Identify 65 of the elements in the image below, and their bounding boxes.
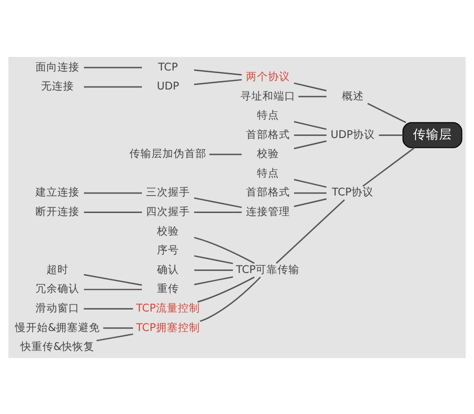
connector	[84, 308, 133, 309]
connector	[194, 236, 255, 264]
connector	[84, 192, 142, 194]
node-text: TCP流量控制	[136, 301, 200, 314]
connector	[367, 102, 406, 123]
node-text: 三次握手	[146, 185, 190, 198]
connector	[84, 288, 142, 290]
node-text: 滑动窗口	[36, 301, 80, 314]
node-text: 四次握手	[146, 204, 190, 218]
node-text: TCP	[158, 60, 178, 73]
node-text: 概述	[342, 88, 364, 102]
node-text: 校验	[256, 146, 279, 160]
node-text: 两个协议	[246, 69, 290, 82]
node-text: 慢开始&拥塞避免	[14, 320, 100, 334]
node-text: 首部格式	[246, 127, 290, 140]
node-text: 校验	[157, 224, 180, 237]
node-text: 重传	[157, 282, 180, 295]
connector	[194, 254, 234, 264]
connector	[194, 78, 242, 85]
connector	[294, 178, 327, 188]
connector	[298, 95, 326, 97]
connector	[194, 68, 242, 75]
connector	[276, 198, 345, 264]
connector	[362, 146, 415, 186]
connector	[194, 276, 234, 285]
node-text: 面向连接	[36, 60, 80, 73]
connector	[294, 140, 327, 149]
node-text: 首部格式	[246, 185, 290, 198]
node-text: 断开连接	[36, 204, 80, 218]
connector	[96, 332, 134, 341]
connector	[84, 86, 142, 88]
node-text: 特点	[256, 108, 279, 122]
node-text: 确认	[157, 262, 180, 276]
node-text: UDP	[156, 79, 180, 92]
node-text: 冗余确认	[36, 282, 80, 295]
connector	[194, 269, 233, 270]
node-text: TCP协议	[332, 185, 374, 198]
connector	[294, 192, 326, 194]
node-text: 建立连接	[36, 185, 80, 198]
connector	[294, 120, 327, 130]
connector	[294, 82, 327, 91]
node-box: 传输层	[402, 122, 462, 148]
node-text: 连接管理	[246, 204, 290, 218]
connector	[294, 198, 327, 207]
node-text: UDP协议	[330, 127, 375, 140]
connector	[84, 274, 142, 286]
node-text: 特点	[256, 166, 279, 179]
node-text: 序号	[157, 243, 180, 256]
node-text: 无连接	[41, 79, 74, 92]
connector	[194, 211, 242, 212]
connector	[84, 66, 142, 68]
node-text: TCP拥塞控制	[136, 320, 200, 334]
node-text: 传输层加伪首部	[130, 146, 207, 160]
node-text: 快重传&快恢复	[20, 340, 95, 353]
node-text: TCP可靠传输	[236, 262, 300, 276]
connector	[197, 276, 255, 302]
node-text: 寻址和端口	[240, 88, 296, 102]
node-text: 超时	[46, 262, 69, 276]
connector	[103, 326, 133, 328]
connector	[200, 276, 261, 322]
connector	[84, 211, 142, 212]
connector	[209, 153, 242, 155]
connector	[378, 134, 403, 136]
connector	[294, 134, 326, 136]
connector	[194, 196, 242, 208]
